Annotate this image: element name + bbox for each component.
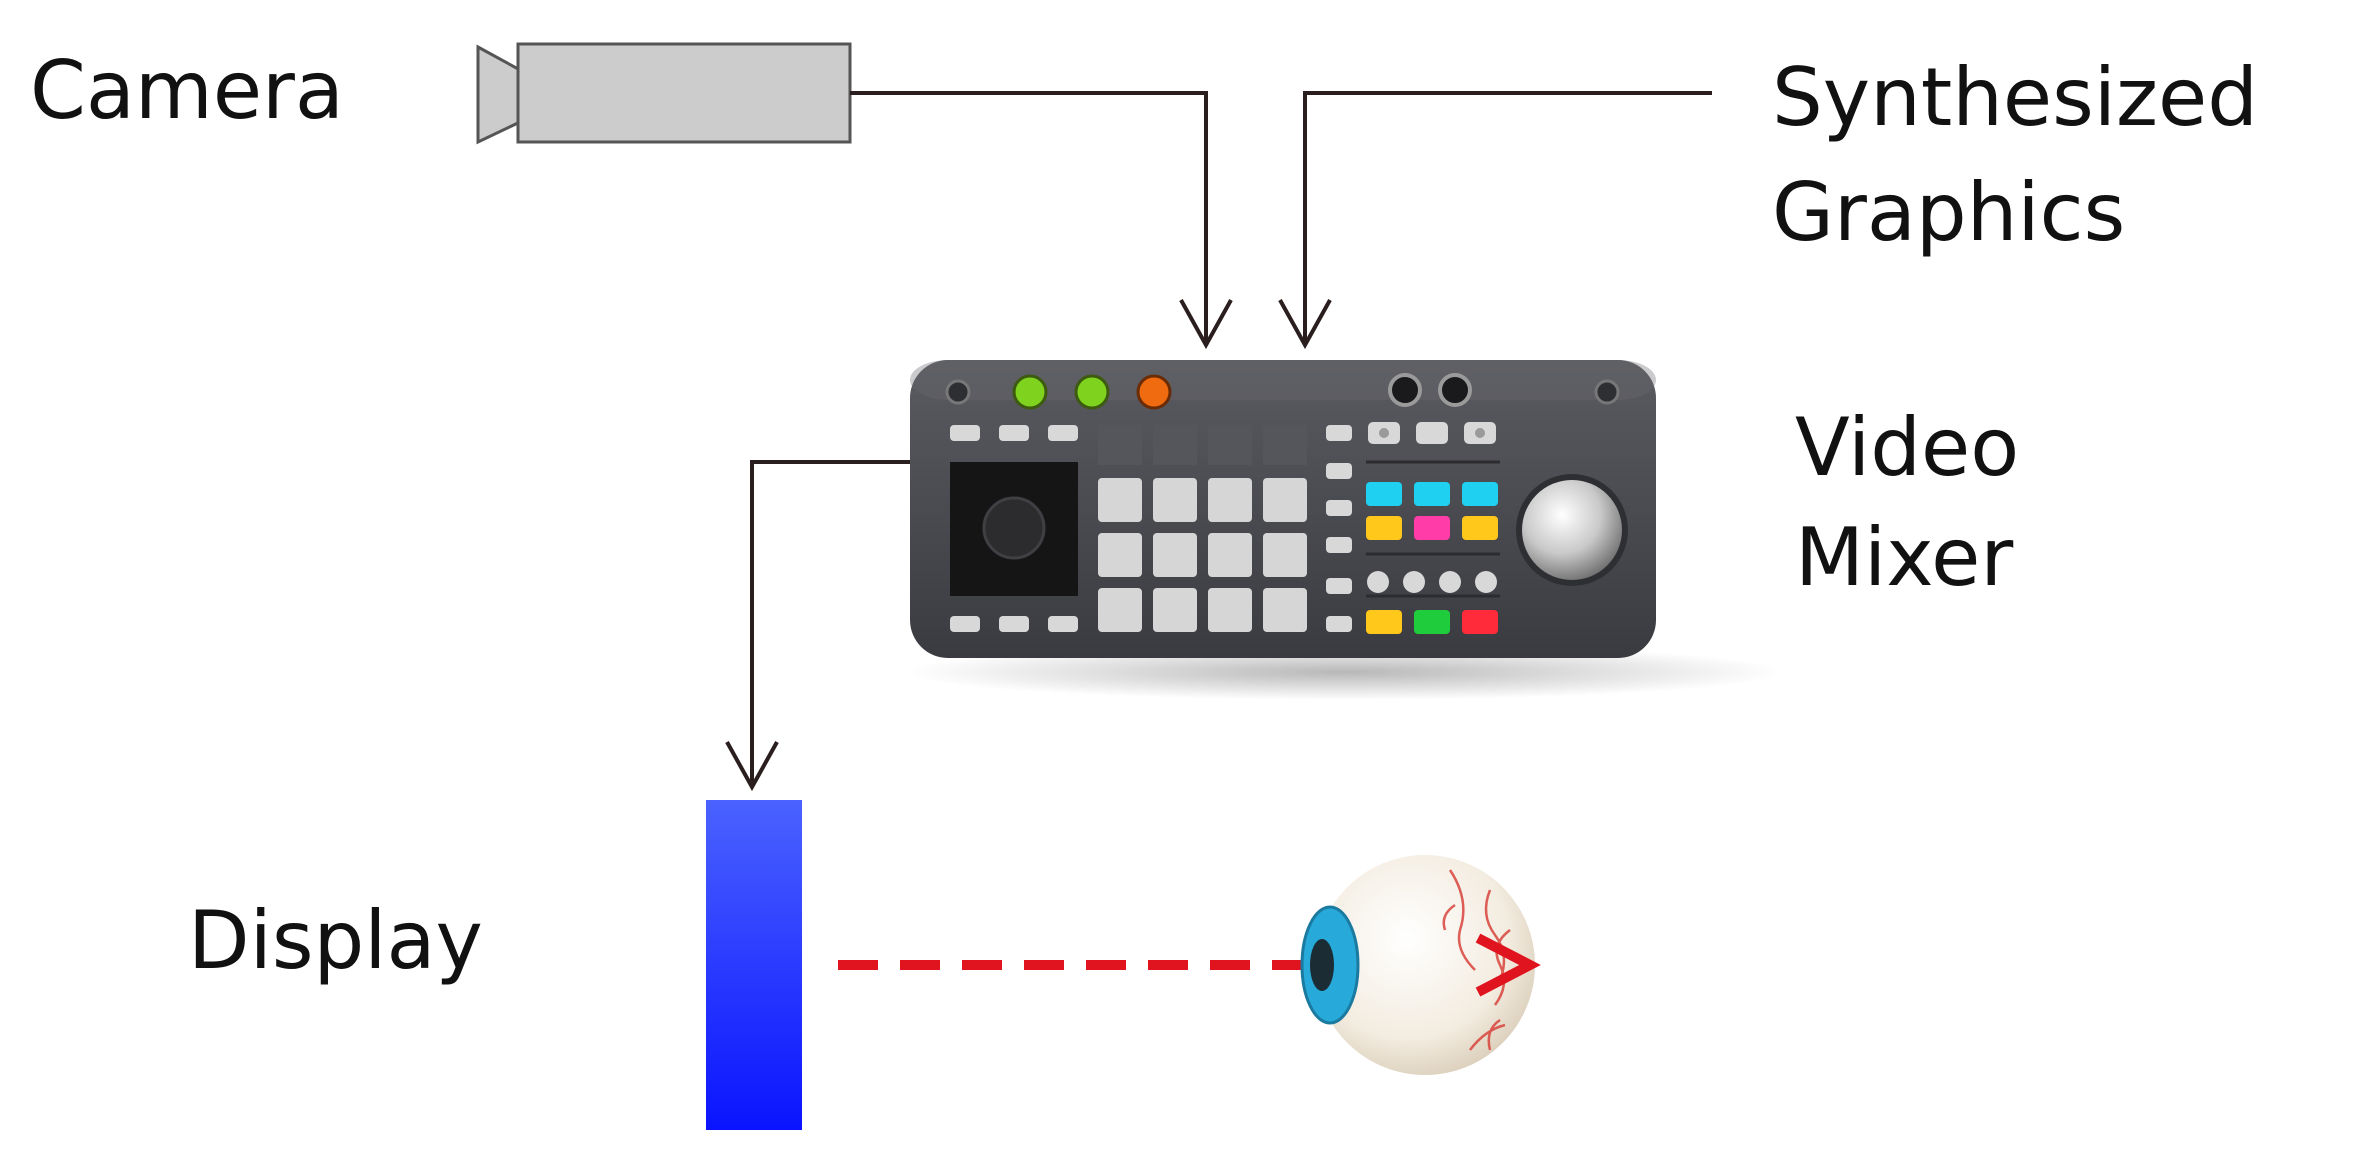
led-green-2 — [1074, 374, 1110, 410]
video-mixer-label-line2: Mixer — [1795, 511, 2013, 604]
synthesized-graphics-label-line2: Graphics — [1772, 166, 2125, 259]
video-camera-icon — [476, 42, 852, 145]
camera-label: Camera — [30, 44, 344, 137]
led-green-1 — [1012, 374, 1048, 410]
arrowhead-icon — [725, 741, 779, 792]
video-mixer-console-icon — [905, 360, 1785, 700]
connector-graphics-to-mixer — [1278, 91, 1712, 350]
arrowhead-icon — [1278, 299, 1332, 350]
arrowhead-icon — [1179, 299, 1233, 350]
synthesized-graphics-label-line1: Synthesized — [1772, 51, 2258, 144]
eyeball-icon — [1300, 855, 1541, 1075]
video-mixer-label-line1: Video — [1795, 401, 2019, 494]
led-orange — [1136, 374, 1172, 410]
connector-camera-to-mixer — [850, 91, 1233, 350]
display-label: Display — [188, 894, 483, 987]
connector-mixer-to-display — [725, 460, 912, 792]
display-panel-icon — [706, 800, 802, 1130]
